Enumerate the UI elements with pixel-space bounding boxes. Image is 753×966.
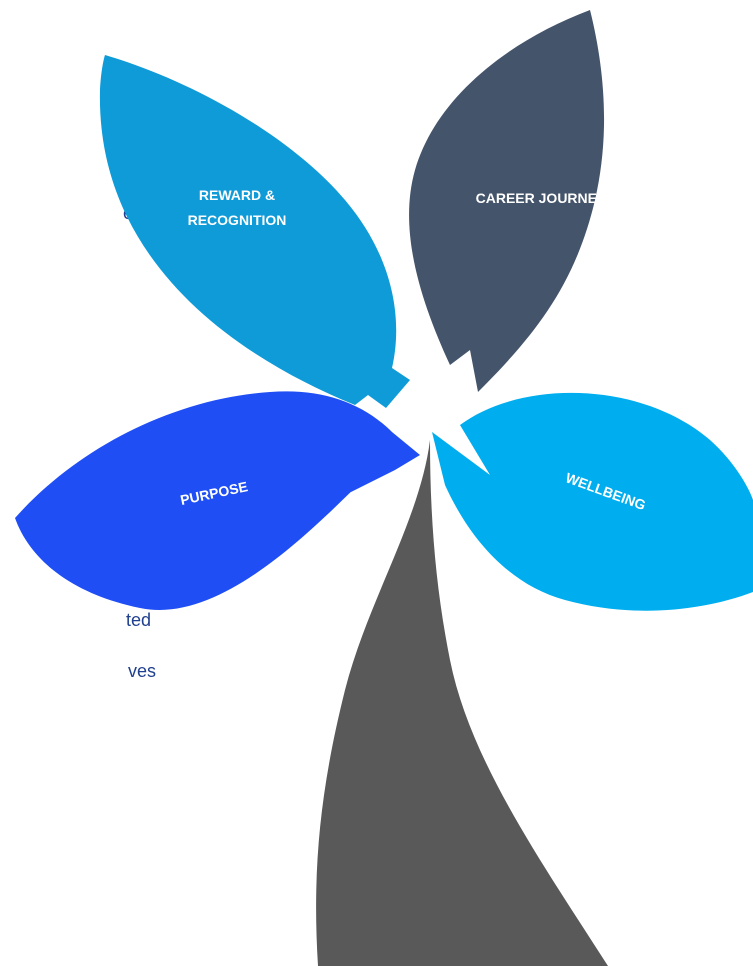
petal-career-journey [409, 10, 605, 392]
petal-label-career: CAREER JOURNEY [476, 190, 607, 206]
flower-stem [316, 440, 608, 966]
text-fragment-3: ted [126, 610, 152, 630]
text-fragment-4: ves [128, 661, 157, 681]
petal-label-reward-line2: RECOGNITION [188, 212, 287, 228]
petal-wellbeing [432, 392, 753, 611]
petal-reward-recognition [99, 55, 410, 408]
petal-purpose [15, 391, 420, 611]
petal-label-reward-line1: REWARD & [199, 187, 275, 203]
